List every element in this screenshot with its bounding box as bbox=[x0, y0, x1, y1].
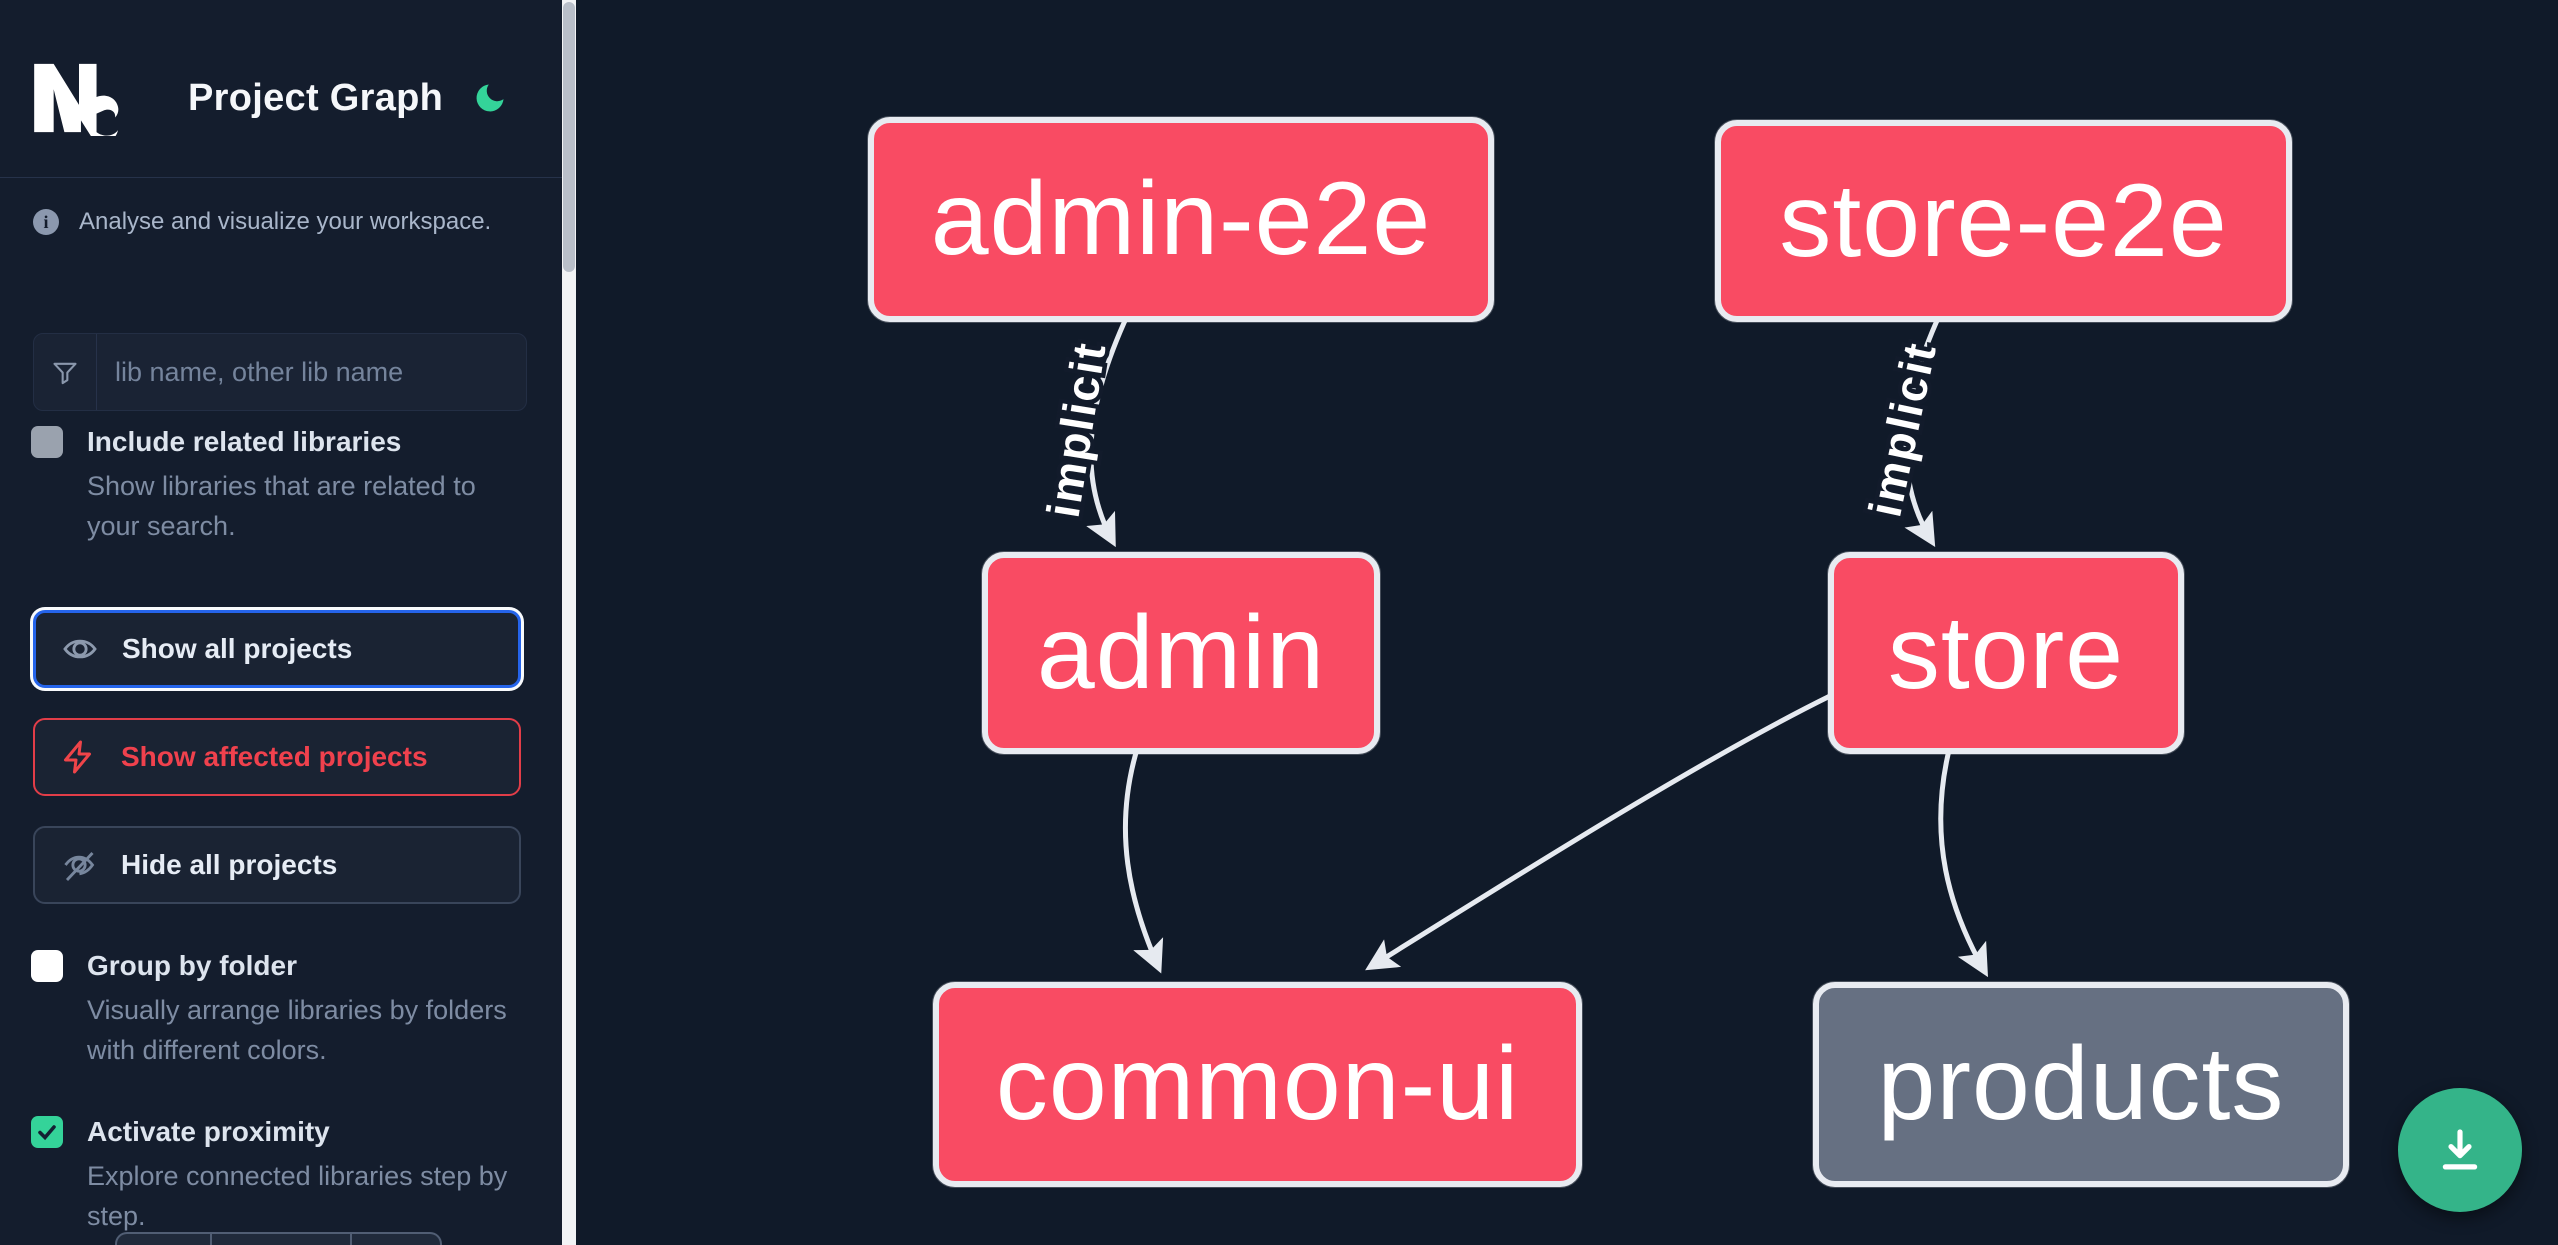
checkbox-description: Show libraries that are related to your … bbox=[87, 471, 476, 541]
sidebar: Project Graph i Analyse and visualize yo… bbox=[0, 0, 562, 1245]
edge-admin-e2e-admin bbox=[1086, 311, 1131, 548]
node-label: store bbox=[1887, 594, 2125, 711]
show-affected-projects-button[interactable]: Show affected projects bbox=[33, 718, 521, 796]
eye-icon bbox=[63, 639, 97, 659]
activate-proximity-checkbox[interactable] bbox=[31, 1116, 63, 1148]
theme-toggle-moon-icon[interactable] bbox=[472, 80, 508, 116]
download-image-button[interactable] bbox=[2398, 1088, 2522, 1212]
segment-divider bbox=[350, 1234, 352, 1245]
checkbox-description: Explore connected libraries step by step… bbox=[87, 1161, 508, 1231]
checkbox-description: Visually arrange libraries by folders wi… bbox=[87, 995, 507, 1065]
include-related-libraries-checkbox[interactable] bbox=[31, 426, 63, 458]
check-icon bbox=[38, 1125, 56, 1141]
button-label: Show all projects bbox=[122, 633, 353, 664]
scrollbar-thumb[interactable] bbox=[563, 2, 575, 272]
segment-divider bbox=[210, 1234, 212, 1245]
search-input[interactable] bbox=[97, 334, 526, 410]
edge-store-common-ui bbox=[1365, 693, 1833, 971]
download-icon bbox=[2442, 1129, 2478, 1170]
group-by-folder-checkbox[interactable] bbox=[31, 950, 63, 982]
checkbox-label[interactable]: Group by folder bbox=[87, 950, 297, 981]
sidebar-scrollbar bbox=[562, 0, 576, 1245]
workspace-tagline: Analyse and visualize your workspace. bbox=[79, 208, 492, 235]
edge-store-e2e-store bbox=[1903, 311, 1943, 547]
group-by-folder-option: Group by folder Visually arrange librari… bbox=[31, 948, 531, 1070]
page-title-text: Project Graph bbox=[188, 76, 444, 119]
graph-node-store-e2e[interactable]: store-e2e bbox=[1715, 120, 2292, 322]
button-label: Hide all projects bbox=[121, 849, 338, 880]
node-label: store-e2e bbox=[1779, 162, 2228, 279]
filter-funnel-icon bbox=[34, 334, 97, 410]
eye-off-icon bbox=[64, 852, 95, 881]
checkbox-label[interactable]: Activate proximity bbox=[87, 1116, 330, 1147]
button-label: Show affected projects bbox=[121, 741, 428, 772]
graph-node-store[interactable]: store bbox=[1828, 552, 2184, 754]
nx-logo bbox=[34, 63, 119, 136]
bolt-icon bbox=[64, 740, 91, 774]
edge-label-implicit-right: implicit bbox=[1858, 337, 1946, 521]
edge-admin-common-ui bbox=[1122, 743, 1164, 974]
edge-label-implicit-left: implicit bbox=[1037, 338, 1116, 521]
graph-node-common-ui[interactable]: common-ui bbox=[933, 982, 1582, 1187]
node-label: admin-e2e bbox=[930, 161, 1432, 277]
include-related-libraries-option: Include related libraries Show libraries… bbox=[31, 424, 531, 546]
edge-store-products bbox=[1938, 743, 1989, 978]
node-label: products bbox=[1877, 1026, 2285, 1142]
header-divider bbox=[0, 177, 562, 178]
node-label: admin bbox=[1036, 594, 1326, 711]
graph-node-admin-e2e[interactable]: admin-e2e bbox=[868, 117, 1494, 322]
checkbox-label[interactable]: Include related libraries bbox=[87, 426, 402, 457]
hide-all-projects-button[interactable]: Hide all projects bbox=[33, 826, 521, 904]
graph-node-admin[interactable]: admin bbox=[982, 552, 1380, 754]
info-icon: i bbox=[33, 209, 59, 235]
graph-node-products[interactable]: products bbox=[1813, 982, 2349, 1187]
page-title: Project Graph bbox=[188, 60, 443, 136]
workspace-tagline-row: i Analyse and visualize your workspace. bbox=[33, 208, 491, 236]
show-all-projects-button[interactable]: Show all projects bbox=[33, 610, 521, 688]
activate-proximity-option: Activate proximity Explore connected lib… bbox=[31, 1114, 531, 1236]
search-box bbox=[33, 333, 527, 411]
depth-segmented-control[interactable] bbox=[115, 1232, 442, 1245]
node-label: common-ui bbox=[995, 1026, 1520, 1142]
